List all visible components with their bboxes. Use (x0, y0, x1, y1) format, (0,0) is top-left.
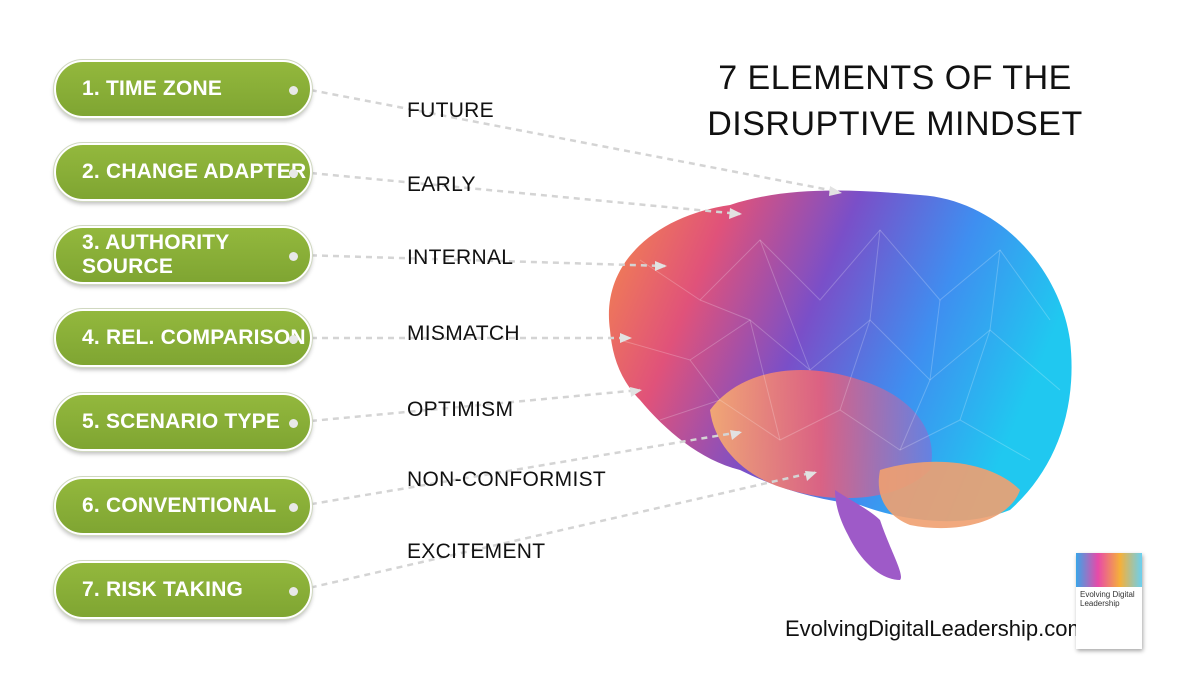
arrowhead-1 (829, 186, 842, 196)
book-cover-art (1076, 553, 1142, 587)
element-value-7: EXCITEMENT (407, 540, 546, 563)
connector-5 (299, 388, 641, 424)
element-value-6: NON-CONFORMIST (407, 468, 607, 491)
element-pill-4: 4. REL. COMPARISON (53, 308, 313, 368)
element-pill-5: 5. SCENARIO TYPE (53, 392, 313, 452)
title-line-2: DISRUPTIVE MINDSET (707, 105, 1083, 143)
title-line-1: 7 ELEMENTS OF THE (718, 59, 1072, 97)
diagram-title: 7 ELEMENTS OF THE DISRUPTIVE MINDSET (705, 55, 1085, 147)
element-pill-2: 2. CHANGE ADAPTER (53, 142, 313, 202)
element-pill-7: 7. RISK TAKING (53, 560, 313, 620)
connector-dot-icon (289, 335, 298, 344)
connector-dot-icon (289, 252, 298, 261)
element-label-2: 2. CHANGE ADAPTER (82, 160, 307, 183)
connector-7 (299, 470, 816, 592)
element-pill-6: 6. CONVENTIONAL (53, 476, 313, 536)
element-label-3: 3. AUTHORITY SOURCE (82, 231, 230, 278)
element-value-3: INTERNAL (407, 246, 514, 269)
brain-cerebellum (878, 461, 1020, 529)
connector-dot-icon (289, 169, 298, 178)
element-label-4: 4. REL. COMPARISON (82, 326, 306, 349)
element-label-5: 5. SCENARIO TYPE (82, 410, 281, 433)
brain-stem (835, 490, 901, 580)
connector-dot-icon (289, 587, 298, 596)
element-label-1: 1. TIME ZONE (82, 77, 223, 100)
arrowhead-2 (729, 208, 742, 219)
connector-6 (299, 430, 741, 508)
connector-dot-icon (289, 419, 298, 428)
element-label-6: 6. CONVENTIONAL (82, 494, 277, 517)
element-pill-1: 1. TIME ZONE (53, 59, 313, 119)
book-title: Evolving Digital Leadership (1080, 590, 1135, 608)
arrowhead-7 (805, 471, 817, 481)
element-value-1: FUTURE (407, 99, 494, 122)
book-cover-image: Evolving Digital Leadership (1076, 553, 1142, 649)
element-value-4: MISMATCH (407, 322, 520, 345)
arrowhead-4 (620, 333, 632, 343)
arrowhead-5 (630, 387, 642, 397)
website-url: EvolvingDigitalLeadership.com (785, 616, 1086, 641)
brain-temporal-lobe (710, 370, 932, 499)
connector-dot-icon (289, 86, 298, 95)
arrowhead-6 (730, 430, 742, 440)
connector-3 (299, 253, 666, 268)
element-pill-3: 3. AUTHORITY SOURCE (53, 225, 313, 285)
element-label-7: 7. RISK TAKING (82, 578, 244, 601)
connector-1 (299, 86, 841, 194)
connector-dot-icon (289, 503, 298, 512)
element-value-2: EARLY (407, 173, 476, 196)
arrowhead-3 (655, 261, 667, 271)
connector-2 (299, 170, 741, 216)
element-value-5: OPTIMISM (407, 398, 514, 421)
